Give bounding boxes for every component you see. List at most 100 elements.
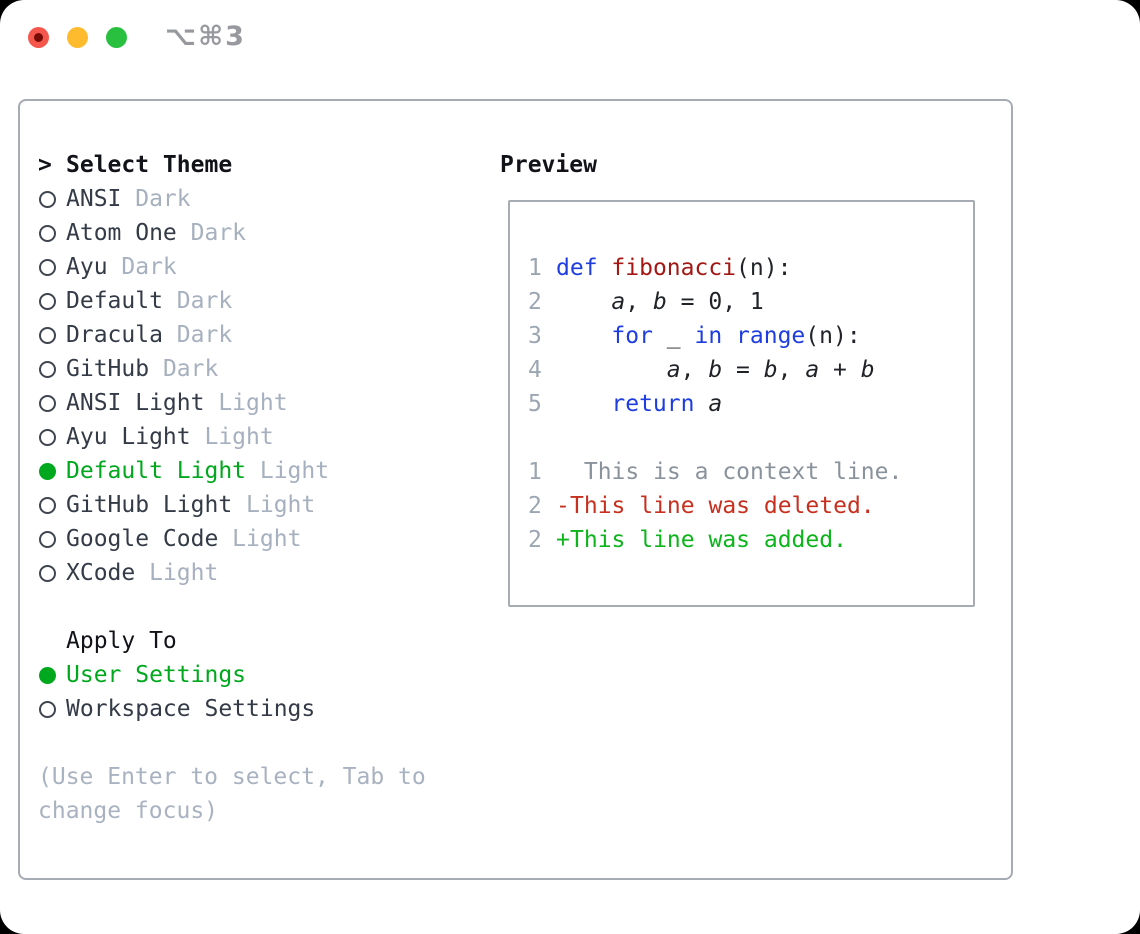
apply-to-title: Apply To <box>66 628 177 654</box>
spacer <box>38 590 488 624</box>
theme-option-ansi-light-light[interactable]: ANSI Light Light <box>38 386 488 420</box>
theme-option-xcode-light[interactable]: XCode Light <box>38 556 488 590</box>
diff-marker <box>556 455 570 489</box>
close-button[interactable] <box>28 27 49 48</box>
theme-name: Ayu <box>66 254 108 280</box>
radio-cell <box>38 250 66 284</box>
spacer <box>528 421 973 455</box>
theme-variant-tag: Light <box>190 424 274 450</box>
code-token: (n): <box>736 255 792 281</box>
titlebar: ⌥⌘3 <box>0 0 1140 76</box>
code-token: a <box>805 357 820 383</box>
theme-name: GitHub Light <box>66 492 233 518</box>
theme-option-ansi-dark[interactable]: ANSI Dark <box>38 182 488 216</box>
line-number: 3 <box>528 323 542 349</box>
radio-icon <box>39 394 56 412</box>
line-number: 5 <box>528 391 542 417</box>
radio-cell <box>38 352 66 386</box>
code-token: b <box>708 357 723 383</box>
theme-variant-tag: Dark <box>176 220 247 246</box>
code-token: = 0, 1 <box>666 289 764 315</box>
code-token: = <box>722 357 764 383</box>
minimize-button[interactable] <box>67 27 88 48</box>
radio-icon <box>39 428 56 446</box>
code-token <box>722 319 736 353</box>
radio-icon <box>39 530 56 548</box>
select-theme-title: Select Theme <box>66 152 233 178</box>
apply-to-header: Apply To <box>38 624 488 658</box>
theme-name: Default <box>66 288 163 314</box>
radio-selected-icon <box>39 666 56 684</box>
theme-option-ayu-light-light[interactable]: Ayu Light Light <box>38 420 488 454</box>
theme-option-default-light-light[interactable]: Default Light Light <box>38 454 488 488</box>
theme-variant-tag: Light <box>204 390 288 416</box>
theme-name: ANSI Light <box>66 390 205 416</box>
code-line: 5 return a <box>528 387 973 421</box>
radio-cell <box>38 386 66 420</box>
theme-variant-tag: Dark <box>149 356 219 382</box>
code-token: , <box>777 357 806 383</box>
theme-option-github-dark[interactable]: GitHub Dark <box>38 352 488 386</box>
radio-icon <box>39 564 56 582</box>
line-number: 1 <box>528 459 542 485</box>
code-token: b <box>860 357 875 383</box>
code-token: return <box>611 391 695 417</box>
apply-option-label: Workspace Settings <box>66 696 316 722</box>
code-token <box>556 353 667 387</box>
radio-icon <box>39 360 56 378</box>
theme-name: Google Code <box>66 526 219 552</box>
theme-variant-tag: Dark <box>107 254 177 280</box>
radio-icon <box>39 700 56 718</box>
theme-variant-tag: Light <box>218 526 302 552</box>
diff-text: This is a context line. <box>570 459 903 485</box>
line-number: 2 <box>528 527 542 553</box>
line-number: 2 <box>528 289 542 315</box>
radio-cell <box>38 182 66 216</box>
radio-icon <box>39 190 56 208</box>
theme-option-ayu-dark[interactable]: Ayu Dark <box>38 250 488 284</box>
code-token: (n): <box>805 323 861 349</box>
theme-name: Atom One <box>66 220 177 246</box>
theme-name: XCode <box>66 560 136 586</box>
code-token: b <box>763 357 778 383</box>
diff-sample: 1 This is a context line.2-This line was… <box>528 455 973 557</box>
radio-cell <box>38 284 66 318</box>
theme-variant-tag: Dark <box>162 322 233 348</box>
code-token <box>556 285 611 319</box>
theme-option-dracula-dark[interactable]: Dracula Dark <box>38 318 488 352</box>
theme-option-github-light-light[interactable]: GitHub Light Light <box>38 488 488 522</box>
code-token: def <box>556 255 598 281</box>
apply-option-user-settings[interactable]: User Settings <box>38 658 488 692</box>
radio-icon <box>39 224 56 242</box>
theme-option-default-dark[interactable]: Default Dark <box>38 284 488 318</box>
theme-name: GitHub <box>66 356 150 382</box>
theme-name: Default Light <box>66 458 247 484</box>
radio-icon <box>39 292 56 310</box>
window-title: ⌥⌘3 <box>165 21 246 52</box>
line-number: 4 <box>528 357 542 383</box>
radio-cell <box>38 556 66 590</box>
code-line: 2 a, b = 0, 1 <box>528 285 973 319</box>
radio-cell <box>38 692 66 726</box>
theme-option-atom-one-dark[interactable]: Atom One Dark <box>38 216 488 250</box>
line-number: 1 <box>528 255 542 281</box>
radio-selected-icon <box>39 462 56 480</box>
theme-name: Ayu Light <box>66 424 191 450</box>
theme-option-google-code-light[interactable]: Google Code Light <box>38 522 488 556</box>
diff-marker: + <box>556 527 570 553</box>
radio-icon <box>39 258 56 276</box>
radio-cell <box>38 522 66 556</box>
select-theme-header: >Select Theme <box>38 148 488 182</box>
theme-variant-tag: Dark <box>162 288 233 314</box>
line-number: 2 <box>528 493 542 519</box>
apply-option-workspace-settings[interactable]: Workspace Settings <box>38 692 488 726</box>
code-line: 3 for _ in range(n): <box>528 319 973 353</box>
zoom-button[interactable] <box>106 27 127 48</box>
radio-cell <box>38 454 66 488</box>
radio-cell <box>38 658 66 692</box>
